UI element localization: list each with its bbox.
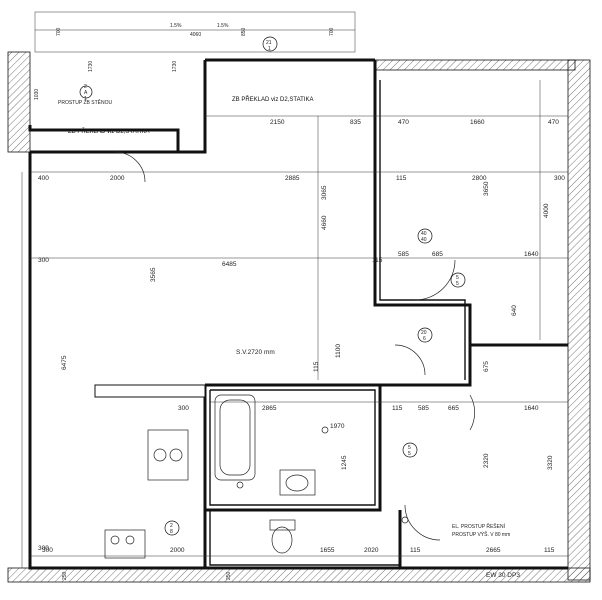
dim-bot-5: 2665 (486, 547, 501, 554)
dim-low-10: 3320 (547, 455, 554, 470)
main-walls (28, 58, 568, 570)
dim-bot-1: 2000 (170, 547, 185, 554)
dim-top-3: 1.5% (217, 23, 229, 29)
dim-top-5: 700 (329, 27, 335, 36)
bottom-note-2: PROSTUP VÝŠ. V 80 mm (452, 531, 510, 538)
dim-top-0: 700 (56, 27, 62, 36)
dim-main-0: 400 (38, 175, 49, 182)
washbasin (279, 469, 316, 496)
drain-symbols (236, 426, 409, 524)
dim-top-4: 850 (241, 27, 247, 36)
dim-low-12: 115 (313, 361, 320, 372)
dim-bot-3: 2020 (364, 547, 379, 554)
dim-int-7: 585 (398, 251, 409, 258)
kitchen-counter (94, 384, 206, 559)
room-tag: 21 1 (262, 36, 278, 52)
dimension-lines (21, 29, 568, 568)
dim-bot-0: 300 (42, 547, 53, 554)
door-swings (114, 151, 476, 541)
dim-bot-6: 115 (544, 547, 555, 554)
dim-int-2: 3065 (321, 185, 328, 200)
section-marker-letter: A (84, 90, 88, 96)
room-tag-bottom: 8 (170, 529, 173, 535)
room-tag-bottom: 1 (268, 46, 271, 52)
bathtub (214, 394, 256, 481)
dim-low-9: 2320 (483, 453, 490, 468)
dim-bot-4: 115 (410, 547, 421, 554)
dim-low-11: 1100 (335, 344, 342, 358)
dim-low-2: 115 (392, 405, 403, 412)
dim-left-0: 6475 (61, 355, 68, 370)
stub-note: PROSTUP ZB STĚNOU (58, 98, 112, 106)
room-tag-top: 5 (456, 275, 459, 281)
dim-stub-0: 1030 (34, 89, 40, 100)
dim-top-2: 4060 (190, 32, 201, 38)
dim-left-1: 300 (38, 545, 49, 552)
dim-low-5: 1640 (524, 405, 539, 412)
dim-upper-1: 835 (350, 119, 361, 126)
room-tag: 5 5 (402, 442, 418, 458)
room-tag-top: 21 (266, 40, 272, 46)
dim-int-0: 6485 (222, 261, 237, 268)
dim-int-1: 4660 (321, 215, 328, 230)
room-tag-top: 20 (421, 330, 427, 336)
dim-low-7: 1970 (330, 423, 345, 430)
section-marker-number: 2 (84, 84, 87, 90)
dim-main-4: 2800 (472, 175, 487, 182)
dim-main-3: 115 (396, 175, 407, 182)
dim-int-4: 3650 (483, 181, 490, 196)
dim-bot-far-0: 250 (62, 571, 68, 580)
dim-upper-4: 470 (548, 119, 559, 126)
section-marker: 2 A 1 (79, 84, 93, 102)
room-tag: 2 8 (164, 520, 180, 536)
room-tag-top: 5 (408, 445, 411, 451)
dim-bot-2: 1655 (320, 547, 335, 554)
dim-int-5: 4000 (543, 203, 550, 218)
toilet (269, 519, 296, 554)
dim-low-1: 2865 (262, 405, 277, 412)
dim-main-5: 300 (554, 175, 565, 182)
outer-walls (7, 51, 591, 583)
dim-int-3: 3565 (150, 267, 157, 282)
room-tag-top: 40 (421, 231, 427, 237)
room-tag-top: 2 (170, 523, 173, 529)
ew-label: EW 30 DP3 (486, 572, 520, 579)
dim-int-8: 685 (432, 251, 443, 258)
dim-upper-0: 2150 (270, 119, 285, 126)
dim-bot-far-1: 250 (226, 571, 232, 580)
dim-upper-3: 1660 (470, 119, 485, 126)
lintel-note-2: ZB PŘEKLAD viz D2,STATIKA (68, 127, 149, 135)
dim-int-10: 640 (511, 305, 518, 316)
bottom-note-1: EL. PROSTUP ŘEŠENÍ (452, 522, 506, 530)
dim-top-1: 1.5% (170, 23, 182, 29)
dim-upper-2: 470 (398, 119, 409, 126)
dim-main-2: 2885 (285, 175, 300, 182)
dim-main-1: 2000 (110, 175, 125, 182)
dim-low-6: 675 (483, 361, 490, 372)
room-tag-bottom: 6 (423, 336, 426, 342)
dim-low-4: 665 (448, 405, 459, 412)
room-tag-bottom: 5 (408, 451, 411, 457)
room-tag: 5 5 (450, 272, 466, 288)
room-tag: 40 40 (417, 228, 433, 244)
room-tag-bottom: 5 (456, 281, 459, 287)
dim-int-9: 1640 (524, 251, 539, 258)
dim-int-6: 300 (38, 257, 49, 264)
room-tag: 20 6 (417, 327, 433, 343)
section-marker-sub: 1 (84, 96, 87, 102)
ceiling-height-label: S.V.2720 mm (236, 349, 275, 356)
dim-low-0: 300 (178, 405, 189, 412)
balcony-outline (34, 11, 356, 53)
dim-low-3: 585 (418, 405, 429, 412)
room-tag-bottom: 40 (421, 237, 427, 243)
dim-int-11: 115 (372, 257, 383, 264)
lintel-note-1: ZB PŘEKLAD viz D2,STATIKA (232, 95, 313, 103)
dim-stub-1: 1730 (88, 61, 94, 72)
dim-low-8: 1245 (341, 455, 348, 470)
dim-stub-2: 1730 (172, 61, 178, 72)
